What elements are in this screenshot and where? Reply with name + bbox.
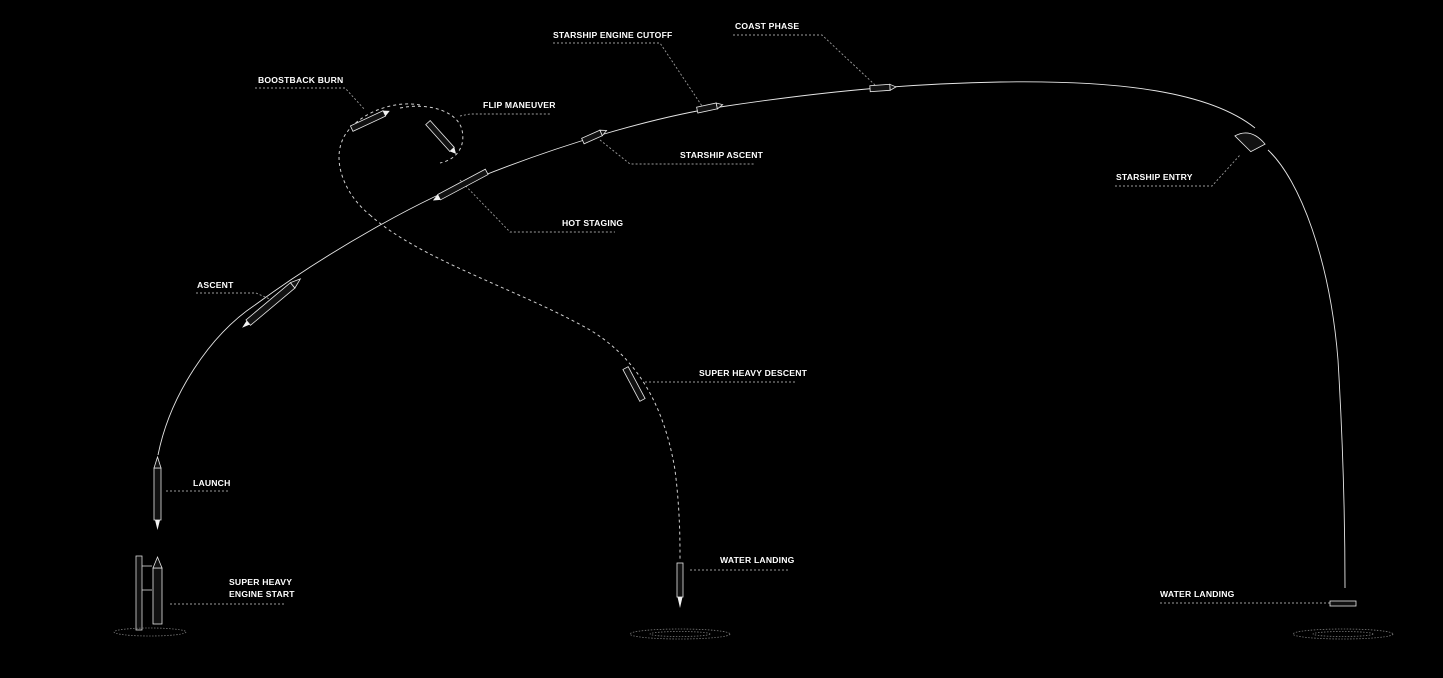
label-hot-staging: HOT STAGING	[562, 218, 623, 228]
leader-engine-cutoff	[553, 42, 703, 107]
water-splash-icon	[629, 628, 731, 640]
label-super-heavy-descent: SUPER HEAVY DESCENT	[699, 368, 808, 378]
boostback-trajectory	[338, 103, 421, 216]
rocket-icon	[581, 129, 608, 145]
leader-boostback	[255, 87, 366, 111]
rocket-icon	[425, 120, 457, 154]
leader-entry	[1115, 154, 1241, 187]
leader-flip	[459, 113, 550, 117]
leader-ascent	[196, 292, 273, 301]
rocket-icon	[676, 562, 684, 608]
label-boostback-burn: BOOSTBACK BURN	[258, 75, 343, 85]
label-engine-start-line1: SUPER HEAVY	[229, 577, 292, 587]
leader-starship-ascent	[599, 139, 755, 165]
leader-coast	[733, 34, 876, 86]
rocket-icon	[242, 278, 302, 328]
rocket-icon	[1234, 132, 1266, 153]
label-ascent: ASCENT	[197, 280, 234, 290]
water-splash-icon	[1292, 628, 1394, 640]
flip-maneuver-arc	[399, 105, 464, 164]
rocket-icon	[1329, 600, 1357, 607]
label-engine-start-line2: ENGINE START	[229, 589, 295, 599]
rocket-icon	[869, 83, 897, 93]
label-starship-entry: STARSHIP ENTRY	[1116, 172, 1193, 182]
rocket-icon	[349, 110, 390, 132]
ascent-trajectory	[157, 81, 1256, 456]
launch-tower-icon	[113, 555, 187, 637]
rocket-icon	[622, 366, 646, 402]
label-water-landing-ship: WATER LANDING	[1160, 589, 1235, 599]
super-heavy-descent-trajectory	[369, 214, 681, 561]
rocket-icon	[696, 102, 724, 114]
leader-hot-staging	[459, 179, 615, 233]
label-starship-ascent: STARSHIP ASCENT	[680, 150, 764, 160]
rocket-icon	[432, 168, 489, 201]
rocket-icon	[153, 455, 162, 530]
label-launch: LAUNCH	[193, 478, 230, 488]
label-coast-phase: COAST PHASE	[735, 21, 799, 31]
label-water-landing-booster: WATER LANDING	[720, 555, 795, 565]
label-flip-maneuver: FLIP MANEUVER	[483, 100, 556, 110]
label-starship-engine-cutoff: STARSHIP ENGINE CUTOFF	[553, 30, 672, 40]
starship-descent-trajectory	[1267, 149, 1346, 589]
